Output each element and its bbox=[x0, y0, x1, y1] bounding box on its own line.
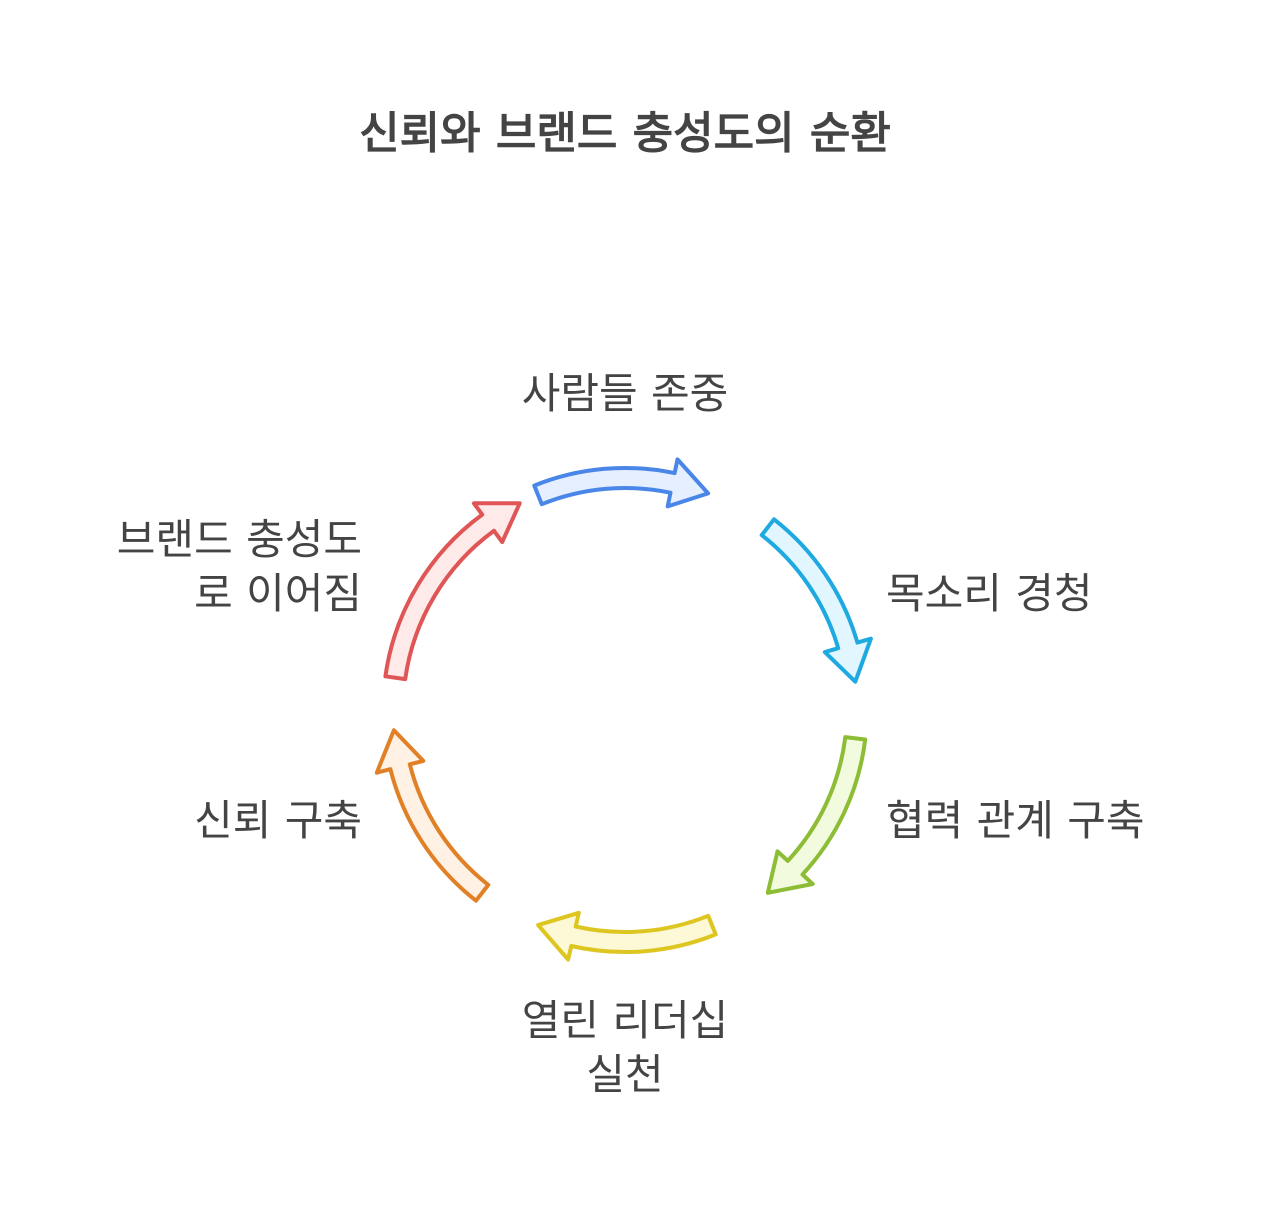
arrow-brand-loyalty bbox=[383, 501, 522, 682]
step-label-respect-people: 사람들 존중 bbox=[460, 367, 790, 421]
step-label-build-trust: 신뢰 구축 bbox=[60, 794, 362, 848]
step-label-line: 브랜드 충성도 bbox=[116, 515, 362, 564]
arrow-build-cooperation bbox=[765, 735, 868, 895]
step-label-line: 열린 리더십 bbox=[521, 996, 729, 1045]
arrow-listen-voices bbox=[759, 517, 873, 684]
diagram-title: 신뢰와 브랜드 충성도의 순환 bbox=[359, 108, 891, 159]
step-label-line: 협력 관계 구축 bbox=[886, 796, 1145, 845]
step-label-line: 로 이어짐 bbox=[194, 569, 362, 618]
arrow-open-leadership bbox=[536, 910, 718, 962]
step-label-line: 신뢰 구축 bbox=[194, 796, 362, 845]
step-label-line: 목소리 경청 bbox=[886, 569, 1093, 618]
arrow-build-trust bbox=[374, 728, 491, 903]
step-label-line: 실천 bbox=[586, 1050, 664, 1099]
step-label-open-leadership: 열린 리더십 실천 bbox=[470, 994, 780, 1102]
step-label-listen-voices: 목소리 경청 bbox=[886, 567, 1186, 621]
step-label-line: 사람들 존중 bbox=[521, 369, 729, 418]
step-label-brand-loyalty: 브랜드 충성도 로 이어짐 bbox=[40, 513, 362, 621]
arrow-respect-people bbox=[532, 457, 711, 509]
step-label-build-cooperation: 협력 관계 구축 bbox=[886, 794, 1216, 848]
